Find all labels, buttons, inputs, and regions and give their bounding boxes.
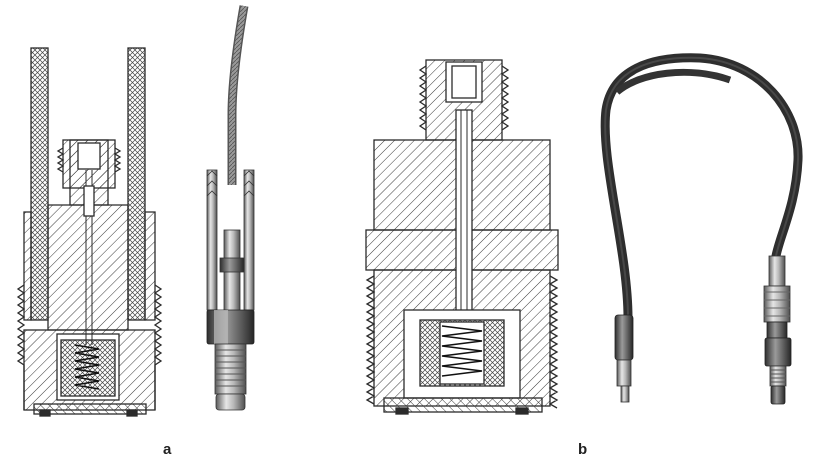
panel-label-b: b (578, 441, 588, 458)
sensor-b-photo (600, 53, 803, 405)
panel-label-a: a (163, 441, 172, 458)
sensor-b-cross-section (365, 59, 559, 415)
sensor-a-photo (206, 5, 255, 411)
sensor-a-cross-section (16, 47, 163, 417)
